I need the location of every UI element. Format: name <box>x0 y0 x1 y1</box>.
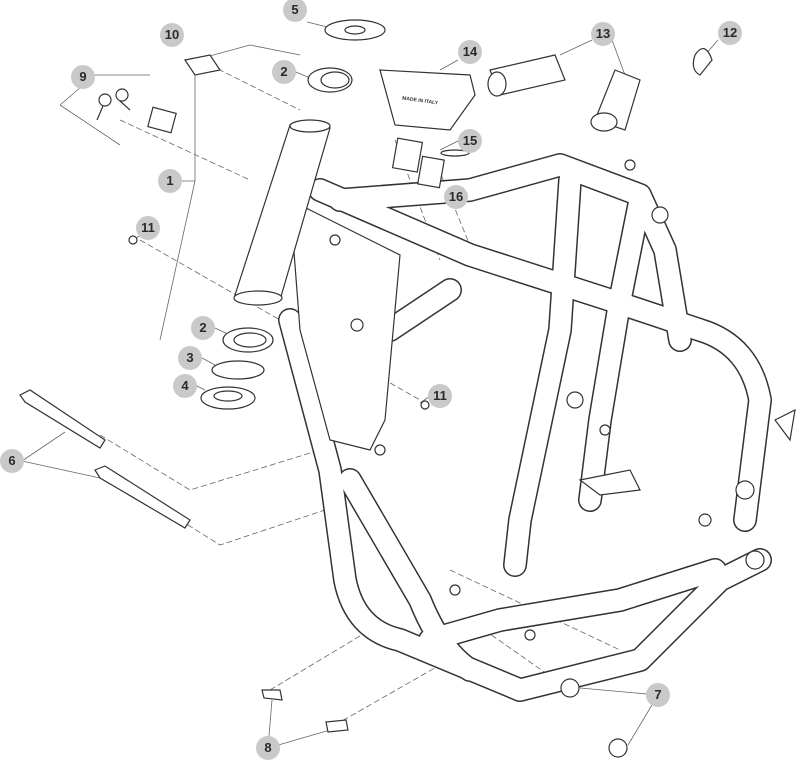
callout-9[interactable]: 9 <box>71 65 95 89</box>
callout-2[interactable]: 2 <box>191 316 215 340</box>
callout-14[interactable]: 14 <box>458 40 482 64</box>
callout-5[interactable]: 5 <box>283 0 307 22</box>
frame-parts <box>233 119 796 641</box>
callout-16[interactable]: 16 <box>444 185 468 209</box>
loose-parts <box>19 19 713 758</box>
callout-11[interactable]: 11 <box>428 384 452 408</box>
callout-4[interactable]: 4 <box>173 374 197 398</box>
callout-2[interactable]: 2 <box>272 60 296 84</box>
callout-8[interactable]: 8 <box>256 736 280 760</box>
callout-3[interactable]: 3 <box>178 346 202 370</box>
callout-12[interactable]: 12 <box>718 21 742 45</box>
callout-1[interactable]: 1 <box>158 169 182 193</box>
callout-7[interactable]: 7 <box>646 683 670 707</box>
callout-6[interactable]: 6 <box>0 449 24 473</box>
callout-10[interactable]: 10 <box>160 23 184 47</box>
callout-11[interactable]: 11 <box>136 216 160 240</box>
callout-13[interactable]: 13 <box>591 22 615 46</box>
callout-15[interactable]: 15 <box>458 129 482 153</box>
